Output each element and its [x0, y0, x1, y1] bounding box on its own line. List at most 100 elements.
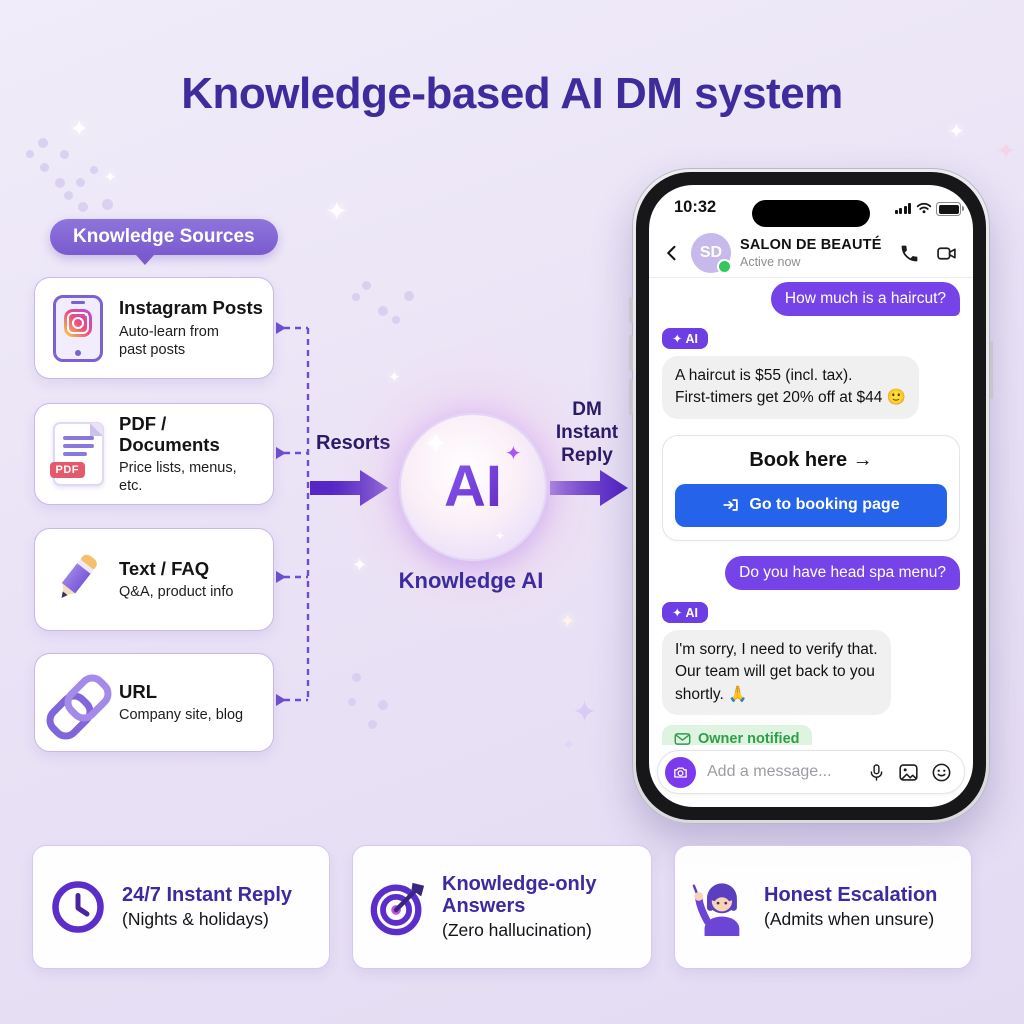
sparkle-icon: ✦ — [560, 611, 576, 631]
source-title: Text / FAQ — [119, 557, 210, 579]
decor-dot — [348, 698, 356, 706]
knowledge-sources-badge: Knowledge Sources — [50, 219, 278, 265]
envelope-icon — [674, 733, 691, 745]
source-subtitle: Auto-learn from past posts — [119, 323, 219, 358]
chat-thread: How much is a haircut? ✦ AI A haircut is… — [662, 279, 960, 745]
source-subtitle: Price lists, menus, etc. — [119, 460, 237, 495]
decor-dot — [352, 673, 361, 682]
instagram-phone-icon — [49, 294, 107, 362]
avatar: SD — [691, 233, 732, 274]
decor-dot — [404, 291, 414, 301]
gallery-icon[interactable] — [898, 762, 919, 783]
sparkle-icon: ✦ — [495, 529, 506, 543]
enter-arrow-icon — [723, 499, 739, 512]
sparkle-icon: ✦ — [572, 696, 598, 729]
knowledge-sources-label: Knowledge Sources — [73, 226, 255, 247]
presence-status: Active now — [740, 255, 801, 269]
phone-volume-up — [629, 335, 633, 371]
sparkle-icon: ✦ — [423, 428, 449, 461]
decor-dot — [38, 138, 48, 148]
decor-dot — [55, 178, 65, 188]
phone-mute-switch — [629, 297, 633, 323]
clock-icon — [49, 878, 107, 936]
booking-button[interactable]: Go to booking page — [675, 483, 947, 527]
decor-dot — [78, 202, 88, 212]
sparkle-icon: ✦ — [326, 196, 348, 226]
decor-dot — [378, 700, 388, 710]
source-card-text-faq: Text / FAQ Q&A, product info — [34, 528, 274, 631]
sticker-icon[interactable] — [931, 762, 952, 783]
owner-notified-badge: Owner notified — [662, 725, 812, 745]
feature-title: Knowledge-only Answers — [442, 872, 597, 917]
phone-call-icon[interactable] — [899, 243, 920, 264]
decor-dot — [64, 191, 73, 200]
sparkle-icon: ✦ — [562, 737, 576, 754]
sparkle-icon: ✦ — [996, 138, 1017, 165]
ai-badge: ✦ AI — [662, 601, 708, 623]
ai-badge: ✦ AI — [662, 328, 708, 349]
online-dot — [717, 259, 732, 274]
battery-icon — [936, 202, 964, 216]
phone-volume-down — [629, 379, 633, 415]
status-bar: 10:32 — [649, 195, 973, 227]
decor-dot — [378, 306, 388, 316]
raising-hand-icon — [691, 878, 749, 936]
output-arrow-label: DM Instant Reply — [555, 399, 619, 467]
avatar-initials: SD — [699, 244, 723, 261]
phone-power-button — [989, 341, 993, 399]
ai-label: AI — [401, 453, 545, 520]
booking-title: Book here → — [749, 448, 873, 471]
signal-icon — [894, 203, 911, 214]
decor-dot — [60, 150, 69, 159]
source-subtitle: Company site, blog — [119, 707, 244, 724]
source-title: Instagram Posts — [119, 297, 263, 319]
contact-name: SALON DE BEAUTÉ — [740, 237, 882, 253]
feature-title: 24/7 Instant Reply — [122, 883, 293, 906]
decor-dot — [40, 163, 49, 172]
source-subtitle: Q&A, product info — [119, 584, 234, 601]
wifi-icon — [916, 202, 932, 214]
decor-dot — [76, 178, 85, 187]
page-title: Knowledge-based AI DM system — [181, 69, 843, 119]
decor-dot — [26, 150, 34, 158]
knowledge-ai-node: ✦ ✦ ✦ AI — [399, 413, 547, 561]
source-card-url: URL Company site, blog — [34, 653, 274, 752]
video-call-icon[interactable] — [934, 243, 960, 264]
back-icon[interactable] — [662, 243, 682, 263]
source-title: URL — [119, 680, 158, 702]
sparkle-icon: ✦ — [70, 116, 89, 141]
phone-mockup: 10:32 — [629, 168, 993, 824]
badge-tail — [136, 255, 154, 265]
source-card-pdf: PDF PDF / Documents Price lists, menus, … — [34, 403, 274, 505]
owner-notified-label: Owner notified — [698, 731, 800, 745]
decor-dot — [102, 199, 113, 210]
feature-card-knowledge-only: Knowledge-only Answers (Zero hallucinati… — [352, 845, 652, 969]
booking-card: Book here → Go to booking page — [662, 434, 960, 541]
phone-screen: 10:32 — [649, 185, 973, 807]
status-time: 10:32 — [674, 198, 717, 216]
target-icon — [369, 878, 427, 936]
dynamic-island — [752, 200, 870, 227]
source-card-instagram: Instagram Posts Auto-learn from past pos… — [34, 277, 274, 379]
source-title: PDF / Documents — [119, 412, 220, 455]
message-input[interactable] — [705, 762, 858, 782]
chat-header: SD SALON DE BEAUTÉ Active now — [649, 229, 973, 278]
decor-dot — [352, 293, 360, 301]
mic-icon[interactable] — [867, 762, 886, 783]
sparkle-icon: ✦ — [104, 169, 117, 186]
sparkle-icon: ✦ — [948, 121, 965, 143]
booking-button-label: Go to booking page — [749, 496, 900, 514]
phone-frame: 10:32 — [636, 172, 986, 820]
feature-subtitle: (Zero hallucination) — [442, 920, 592, 941]
input-arrow-label: Resorts — [316, 432, 391, 454]
pdf-badge: PDF — [49, 462, 85, 478]
feature-card-honest-escalation: Honest Escalation (Admits when unsure) — [674, 845, 972, 969]
feature-title: Honest Escalation — [764, 883, 938, 906]
feature-subtitle: (Admits when unsure) — [764, 909, 935, 930]
camera-icon[interactable] — [665, 756, 696, 788]
ai-message: I'm sorry, I need to verify that. Our te… — [662, 629, 891, 716]
message-composer — [657, 750, 965, 794]
user-message: How much is a haircut? — [770, 282, 960, 316]
decor-dot — [90, 166, 98, 174]
user-message: Do you have head spa menu? — [725, 555, 960, 590]
